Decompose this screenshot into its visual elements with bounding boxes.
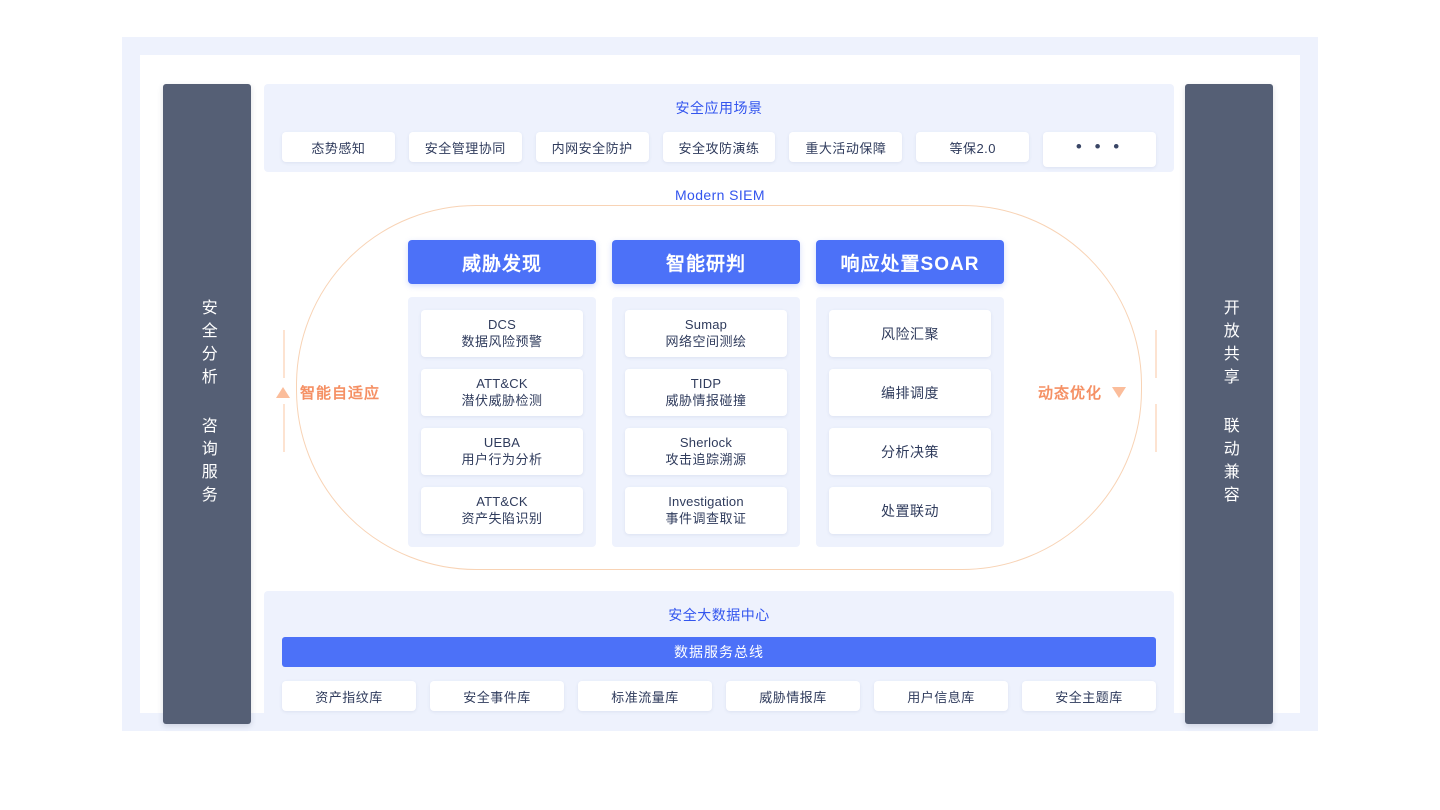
data-center-title: 安全大数据中心 [668, 607, 770, 623]
ring-tick-left-lower [283, 404, 285, 452]
capability-card[interactable]: ATT&CK 资产失陷识别 [421, 487, 583, 534]
arrow-up-icon [276, 387, 290, 398]
note-optimization-right: 动态优化 [1038, 382, 1127, 403]
scenarios-title: 安全应用场景 [675, 100, 763, 116]
capability-card-subtitle: 攻击追踪溯源 [665, 452, 747, 467]
data-store-row: 资产指纹库安全事件库标准流量库威胁情报库用户信息库安全主题库 [264, 667, 1174, 711]
capability-card[interactable]: DCS 数据风险预警 [421, 310, 583, 357]
capability-card-subtitle: 潜伏威胁检测 [461, 393, 543, 408]
scenario-chip[interactable]: • • • [1043, 132, 1157, 167]
capability-card-subtitle: 威胁情报碰撞 [665, 393, 747, 408]
capability-card-title: Sumap [684, 317, 728, 332]
capability-card[interactable]: TIDP 威胁情报碰撞 [625, 369, 787, 416]
capability-card-subtitle: 资产失陷识别 [461, 511, 543, 526]
capability-card[interactable]: Investigation 事件调查取证 [625, 487, 787, 534]
capability-card-title: TIDP [690, 376, 722, 391]
scenario-chip[interactable]: 安全攻防演练 [662, 132, 776, 162]
scenarios-panel: 安全应用场景 态势感知安全管理协同内网安全防护安全攻防演练重大活动保障等保2.0… [264, 84, 1174, 172]
ring-tick-left-upper [283, 330, 285, 378]
scenario-chip[interactable]: 重大活动保障 [789, 132, 903, 162]
capability-column-header[interactable]: 威胁发现 [408, 240, 596, 284]
capability-card-subtitle: 编排调度 [881, 384, 939, 401]
capability-column-header[interactable]: 响应处置SOAR [816, 240, 1004, 284]
capability-column-header[interactable]: 智能研判 [612, 240, 800, 284]
capability-card[interactable]: 处置联动 [829, 487, 991, 534]
capability-columns: 威胁发现 DCS 数据风险预警 ATT&CK 潜伏威胁检测 UEBA 用户行为分析 ATT&C… [408, 240, 1028, 547]
capability-column: 响应处置SOAR 风险汇聚编排调度分析决策处置联动 [816, 240, 1004, 547]
capability-card-title: ATT&CK [476, 376, 528, 391]
arrow-down-icon [1112, 387, 1127, 398]
capability-column: 威胁发现 DCS 数据风险预警 ATT&CK 潜伏威胁检测 UEBA 用户行为分析 ATT&C… [408, 240, 596, 547]
data-center-panel: 安全大数据中心 数据服务总线 资产指纹库安全事件库标准流量库威胁情报库用户信息库… [264, 591, 1174, 724]
ring-tick-right-lower [1155, 404, 1157, 452]
capability-card-title: UEBA [483, 435, 521, 450]
capability-card-list: Sumap 网络空间测绘 TIDP 威胁情报碰撞 Sherlock 攻击追踪溯源 Inves… [612, 297, 800, 547]
pillar-right-line1: 开放共享 [1220, 299, 1238, 391]
capability-card[interactable]: 风险汇聚 [829, 310, 991, 357]
capability-card-title: ATT&CK [476, 494, 528, 509]
capability-card-subtitle: 处置联动 [881, 502, 939, 519]
capability-column: 智能研判 Sumap 网络空间测绘 TIDP 威胁情报碰撞 Sherlock 攻击追踪溯源 I… [612, 240, 800, 547]
scenario-chip[interactable]: 等保2.0 [916, 132, 1030, 162]
note-adaptive-label: 智能自适应 [300, 385, 381, 402]
capability-card-subtitle: 用户行为分析 [461, 452, 543, 467]
scenarios-chip-row: 态势感知安全管理协同内网安全防护安全攻防演练重大活动保障等保2.0 • • • [264, 118, 1174, 167]
scenario-chip[interactable]: 安全管理协同 [408, 132, 522, 162]
capability-card-subtitle: 数据风险预警 [461, 334, 543, 349]
capability-card[interactable]: 编排调度 [829, 369, 991, 416]
capability-card-title: Sherlock [679, 435, 733, 450]
data-store-chip[interactable]: 标准流量库 [578, 681, 712, 711]
data-store-chip[interactable]: 资产指纹库 [282, 681, 416, 711]
scenario-chip[interactable]: 内网安全防护 [535, 132, 649, 162]
modern-siem-label: Modern SIEM [675, 187, 765, 203]
pillar-left-line2: 咨询服务 [198, 417, 216, 509]
capability-card[interactable]: UEBA 用户行为分析 [421, 428, 583, 475]
siem-loop-ring [296, 205, 1142, 570]
ring-tick-right-upper [1155, 330, 1157, 378]
capability-card-title: Investigation [668, 494, 744, 509]
capability-card-subtitle: 网络空间测绘 [665, 334, 747, 349]
pillar-left-security-analysis: 安全分析 咨询服务 [163, 84, 251, 724]
data-store-chip[interactable]: 威胁情报库 [726, 681, 860, 711]
data-store-chip[interactable]: 用户信息库 [874, 681, 1008, 711]
pillar-right-open-sharing: 开放共享 联动兼容 [1185, 84, 1273, 724]
capability-card-title: DCS [487, 317, 517, 332]
capability-card-subtitle: 分析决策 [881, 443, 939, 460]
data-store-chip[interactable]: 安全主题库 [1022, 681, 1156, 711]
scenario-chip[interactable]: 态势感知 [282, 132, 395, 162]
data-store-chip[interactable]: 安全事件库 [430, 681, 564, 711]
capability-card-subtitle: 事件调查取证 [665, 511, 747, 526]
capability-card-list: 风险汇聚编排调度分析决策处置联动 [816, 297, 1004, 547]
note-optimization-label: 动态优化 [1038, 385, 1103, 402]
capability-card[interactable]: ATT&CK 潜伏威胁检测 [421, 369, 583, 416]
capability-card-subtitle: 风险汇聚 [881, 325, 939, 342]
data-service-bus: 数据服务总线 [282, 637, 1156, 667]
note-adaptive-left: 智能自适应 [276, 382, 380, 403]
capability-card[interactable]: Sumap 网络空间测绘 [625, 310, 787, 357]
capability-card-list: DCS 数据风险预警 ATT&CK 潜伏威胁检测 UEBA 用户行为分析 ATT&CK 资产失… [408, 297, 596, 547]
capability-card[interactable]: 分析决策 [829, 428, 991, 475]
pillar-right-line2: 联动兼容 [1220, 417, 1238, 509]
pillar-left-line1: 安全分析 [198, 299, 216, 391]
capability-card[interactable]: Sherlock 攻击追踪溯源 [625, 428, 787, 475]
